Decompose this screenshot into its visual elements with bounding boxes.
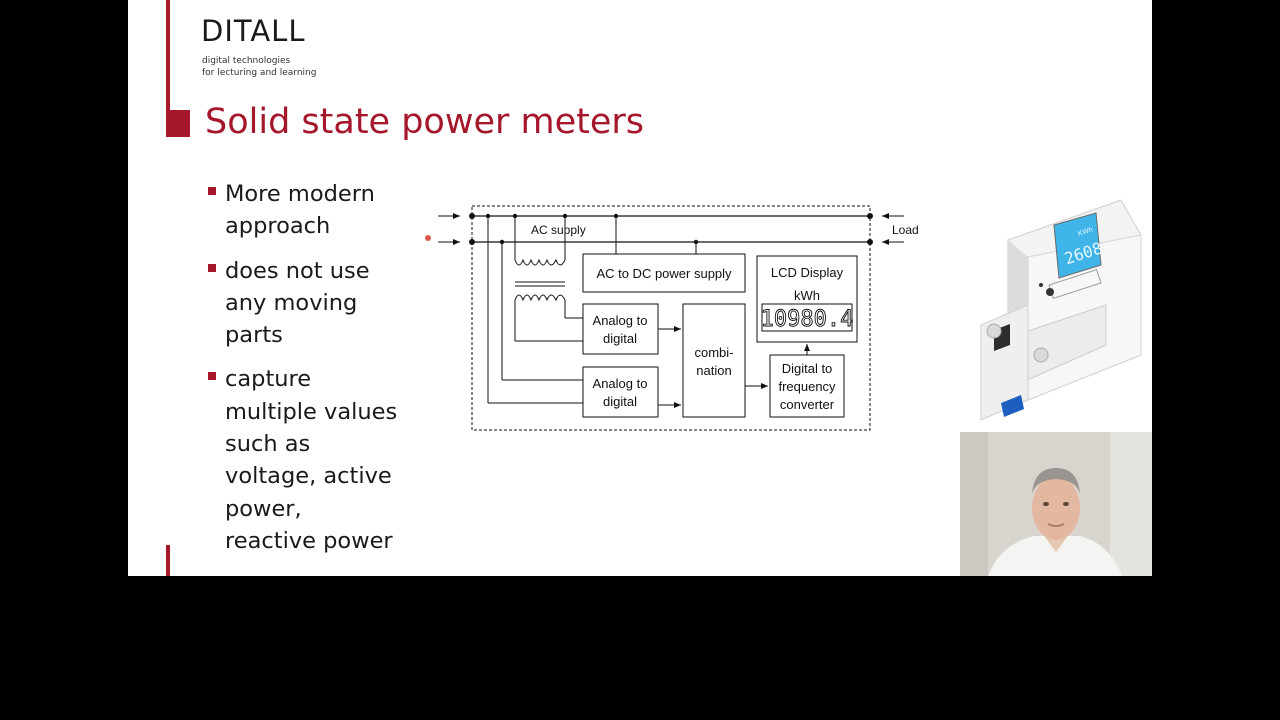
ac-supply-label: AC supply <box>531 223 586 237</box>
lcd-unit-label: kWh <box>794 288 820 303</box>
bullet-list: More modern approach does not use any mo… <box>208 178 428 569</box>
combination-block <box>682 303 746 418</box>
bullet-marker <box>208 187 216 195</box>
adc-1-line2: digital <box>603 331 637 346</box>
slide: DITALL digital technologies for lecturin… <box>128 0 1152 576</box>
lcd-readout <box>761 303 853 332</box>
bullet-marker <box>208 372 216 381</box>
pointer-dot <box>425 235 431 241</box>
adc-1-line1: Analog to <box>593 313 648 328</box>
meter-boundary <box>471 205 871 431</box>
title-marker <box>166 110 190 137</box>
digital-to-frequency-block <box>769 354 845 418</box>
adc-block-1 <box>582 303 659 355</box>
accent-line-bottom <box>166 545 170 576</box>
adc-2-line2: digital <box>603 394 637 409</box>
d2f-line2: frequency <box>778 379 836 394</box>
load-label: Load <box>892 223 919 237</box>
lcd-reading: 10980.4 <box>761 307 854 332</box>
bullet-text: More modern approach <box>225 181 375 240</box>
lcd-display-label: LCD Display <box>771 265 844 280</box>
ac-dc-supply-label: AC to DC power supply <box>596 266 732 281</box>
d2f-line1: Digital to <box>782 361 833 376</box>
page-title: Solid state power meters <box>205 102 645 142</box>
d2f-line3: converter <box>780 397 835 412</box>
meter-lcd-screen <box>1053 212 1102 279</box>
bullet-item: does not use any moving parts <box>208 255 428 352</box>
logo-tagline-2: for lecturing and learning <box>202 68 317 78</box>
adc-block-2 <box>582 366 659 418</box>
bullet-marker <box>208 263 216 272</box>
bullet-text: does not use any moving parts <box>225 257 370 349</box>
meter-display-unit: KWh <box>1077 226 1094 237</box>
logo-wordmark: DITALL <box>201 14 306 48</box>
block-diagram: AC supply Load AC to DC power supply LCD… <box>425 205 919 431</box>
presenter-webcam <box>960 432 1152 576</box>
accent-line-top <box>166 0 170 112</box>
combination-line1: combi- <box>694 345 733 360</box>
ac-dc-supply-block <box>582 253 746 293</box>
bullet-item: More modern approach <box>208 178 428 243</box>
power-meter-photo: 2608 KWh <box>980 199 1142 421</box>
adc-2-line1: Analog to <box>593 376 648 391</box>
combination-line2: nation <box>696 363 731 378</box>
bullet-text: capture multiple values such as voltage,… <box>225 366 398 554</box>
logo-tagline-1: digital technologies <box>202 56 291 66</box>
bullet-item: capture multiple values such as voltage,… <box>208 363 428 557</box>
